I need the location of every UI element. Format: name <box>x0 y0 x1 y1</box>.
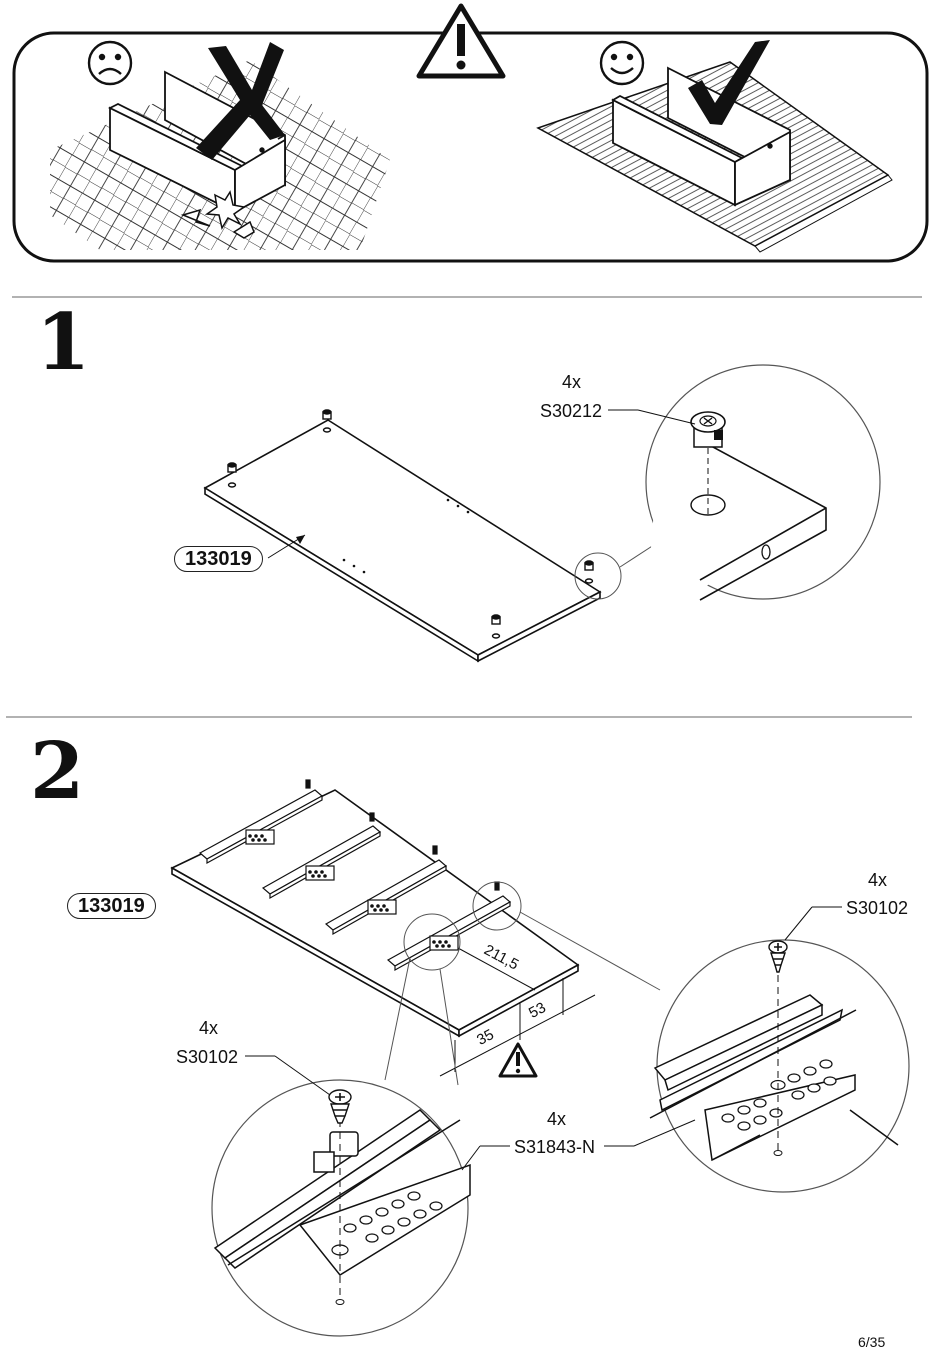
step2-detail-marker-right <box>472 881 522 931</box>
step1-cam-fittings <box>227 409 594 639</box>
step2-detail-zoom-right <box>649 939 910 1193</box>
step1-number: 1 <box>36 297 91 388</box>
smiley-face-icon <box>599 40 645 86</box>
step2-drawer-rails <box>198 779 512 972</box>
step1-part-code: S30212 <box>540 401 603 421</box>
step1-panel <box>203 419 602 663</box>
step1-detail-marker <box>574 552 622 600</box>
step2-rail-code: S31843-N <box>514 1137 596 1157</box>
step1-drill-dots <box>342 498 470 574</box>
step2-right-screw-qty: 4x <box>868 870 888 890</box>
impact-marks <box>180 190 255 239</box>
step1-panel-label: 133019 <box>174 546 263 572</box>
step2-detail-marker-left <box>403 913 461 971</box>
step1-part-qty: 4x <box>562 372 582 392</box>
check-mark-icon <box>688 40 770 125</box>
page-number: 6/35 <box>858 1334 886 1350</box>
sad-face-icon <box>87 40 133 86</box>
step2-right-screw-code: S30102 <box>846 898 909 918</box>
step2-detail-zoom-left <box>211 1079 471 1337</box>
cross-mark-icon <box>196 42 285 160</box>
warning-triangle-icon <box>416 3 506 79</box>
step2-dimension-lines <box>439 947 596 1077</box>
step2-panel-label: 133019 <box>67 893 156 919</box>
step2-left-screw-qty: 4x <box>199 1018 219 1038</box>
warning-triangle-icon <box>498 1042 538 1078</box>
step2-number: 2 <box>30 726 85 817</box>
step2-left-screw-code: S30102 <box>176 1047 239 1067</box>
step2-rail-qty: 4x <box>547 1109 567 1129</box>
step1-detail-zoom <box>645 364 881 601</box>
